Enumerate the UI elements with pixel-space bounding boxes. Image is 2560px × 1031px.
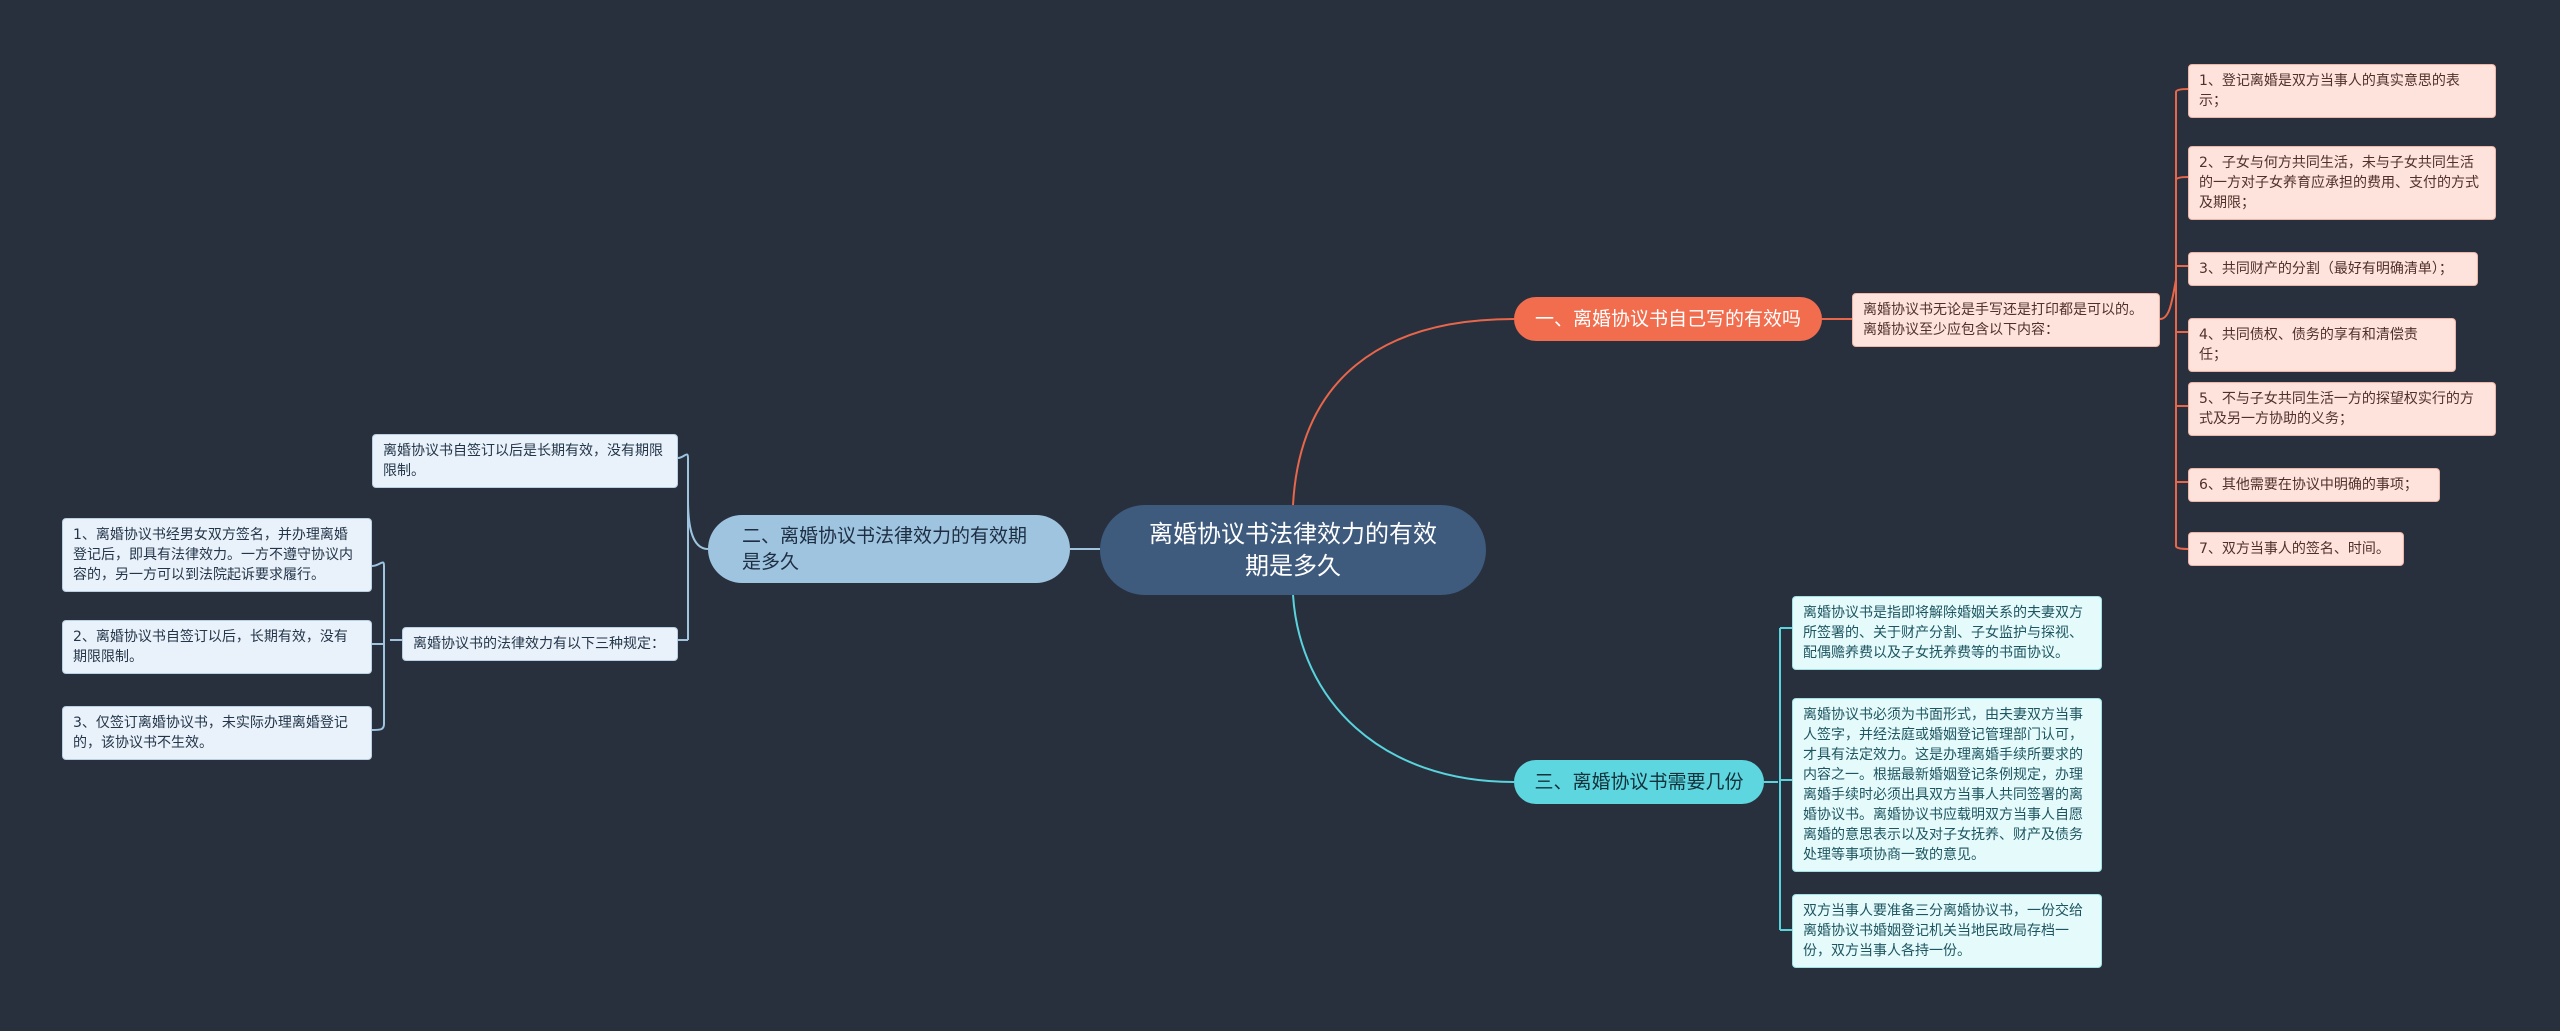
list-item: 2、子女与何方共同生活，未与子女共同生活的一方对子女养育应承担的费用、支付的方式… [2199, 155, 2479, 211]
link-root-branch1 [1292, 318, 1515, 506]
list-item: 7、双方当事人的签名、时间。 [2199, 541, 2390, 557]
list-item: 双方当事人要准备三分离婚协议书，一份交给离婚协议书婚姻登记机关当地民政局存档一份… [1803, 903, 2083, 959]
link-root-branch3 [1292, 594, 1515, 783]
branch-1-item-6[interactable]: 6、其他需要在协议中明确的事项； [2188, 468, 2440, 502]
list-item: 4、共同债权、债务的享有和清偿责任； [2199, 327, 2418, 363]
branch-1[interactable]: 一、离婚协议书自己写的有效吗 [1514, 297, 1822, 341]
branch-1-sub[interactable]: 离婚协议书无论是手写还是打印都是可以的。离婚协议至少应包含以下内容： [1852, 293, 2160, 347]
list-item: 离婚协议书是指即将解除婚姻关系的夫妻双方所签署的、关于财产分割、子女监护与探视、… [1803, 605, 2083, 661]
list-item: 2、离婚协议书自签订以后，长期有效，没有期限限制。 [73, 629, 348, 665]
list-item: 6、其他需要在协议中明确的事项； [2199, 477, 2418, 493]
link-branch2-subs [677, 453, 709, 641]
branch-2-sub-top-text: 离婚协议书自签订以后是长期有效，没有期限限制。 [383, 443, 663, 479]
branch-1-item-7[interactable]: 7、双方当事人的签名、时间。 [2188, 532, 2404, 566]
list-item: 3、共同财产的分割（最好有明确清单）； [2199, 261, 2453, 277]
link-branch3-items [1764, 627, 1792, 931]
branch-2[interactable]: 二、离婚协议书法律效力的有效期是多久 [708, 515, 1070, 583]
branch-2-sub-text: 离婚协议书的法律效力有以下三种规定： [413, 636, 665, 652]
list-item: 离婚协议书必须为书面形式，由夫妻双方当事人签字，并经法庭或婚姻登记管理部门认可，… [1803, 707, 2083, 863]
branch-2-item-2[interactable]: 2、离婚协议书自签订以后，长期有效，没有期限限制。 [62, 620, 372, 674]
link-sub2-items [371, 561, 402, 731]
link-sub1-items [2159, 88, 2189, 550]
list-item: 5、不与子女共同生活一方的探望权实行的方式及另一方协助的义务； [2199, 391, 2474, 427]
root-topic[interactable]: 离婚协议书法律效力的有效期是多久 [1100, 505, 1486, 595]
branch-1-item-2[interactable]: 2、子女与何方共同生活，未与子女共同生活的一方对子女养育应承担的费用、支付的方式… [2188, 146, 2496, 220]
branch-1-label: 一、离婚协议书自己写的有效吗 [1534, 308, 1801, 330]
branch-1-sub-text: 离婚协议书无论是手写还是打印都是可以的。离婚协议至少应包含以下内容： [1863, 302, 2143, 338]
branch-1-item-4[interactable]: 4、共同债权、债务的享有和清偿责任； [2188, 318, 2456, 372]
branch-1-item-5[interactable]: 5、不与子女共同生活一方的探望权实行的方式及另一方协助的义务； [2188, 382, 2496, 436]
list-item: 1、离婚协议书经男女双方签名，并办理离婚登记后，即具有法律效力。一方不遵守协议内… [73, 527, 353, 583]
branch-1-item-1[interactable]: 1、登记离婚是双方当事人的真实意思的表示； [2188, 64, 2496, 118]
list-item: 3、仅签订离婚协议书，未实际办理离婚登记的，该协议书不生效。 [73, 715, 348, 751]
branch-2-label: 二、离婚协议书法律效力的有效期是多久 [742, 525, 1028, 573]
root-topic-label: 离婚协议书法律效力的有效期是多久 [1149, 520, 1437, 580]
branch-1-item-3[interactable]: 3、共同财产的分割（最好有明确清单）； [2188, 252, 2478, 286]
list-item: 1、登记离婚是双方当事人的真实意思的表示； [2199, 73, 2460, 109]
branch-3-item-2[interactable]: 离婚协议书必须为书面形式，由夫妻双方当事人签字，并经法庭或婚姻登记管理部门认可，… [1792, 698, 2102, 872]
branch-2-sub-top[interactable]: 离婚协议书自签订以后是长期有效，没有期限限制。 [372, 434, 678, 488]
branch-2-item-3[interactable]: 3、仅签订离婚协议书，未实际办理离婚登记的，该协议书不生效。 [62, 706, 372, 760]
branch-2-sub[interactable]: 离婚协议书的法律效力有以下三种规定： [402, 627, 678, 661]
branch-3[interactable]: 三、离婚协议书需要几份 [1514, 760, 1764, 804]
branch-3-item-3[interactable]: 双方当事人要准备三分离婚协议书，一份交给离婚协议书婚姻登记机关当地民政局存档一份… [1792, 894, 2102, 968]
branch-2-item-1[interactable]: 1、离婚协议书经男女双方签名，并办理离婚登记后，即具有法律效力。一方不遵守协议内… [62, 518, 372, 592]
branch-3-item-1[interactable]: 离婚协议书是指即将解除婚姻关系的夫妻双方所签署的、关于财产分割、子女监护与探视、… [1792, 596, 2102, 670]
branch-3-label: 三、离婚协议书需要几份 [1534, 771, 1744, 793]
